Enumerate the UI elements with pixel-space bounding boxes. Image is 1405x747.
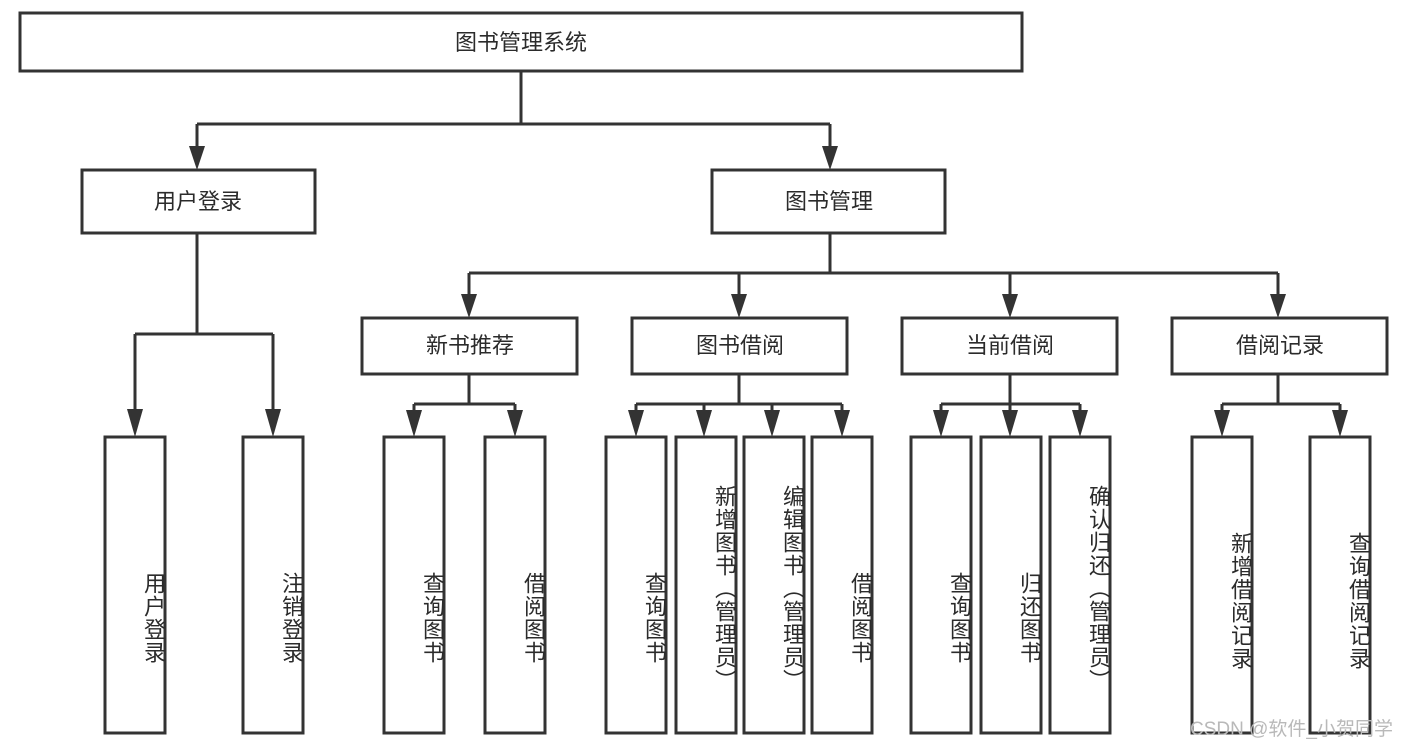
leaf-label-borrow-book-1: 借阅图书 [521,572,546,664]
leaf-box-group[interactable] [103,435,1372,735]
leaf-label-add-record: 新增借阅记录 [1228,531,1253,670]
node-root-box[interactable] [18,11,1024,73]
node-borrow-record-label: 借阅记录 [1236,333,1324,358]
leaf-label-borrow-book-2: 借阅图书 [848,572,873,664]
arrow-head-current-borrow [1002,294,1018,318]
leaf-box-confirm-return[interactable] [1048,435,1112,735]
leaf-box-add-record[interactable] [1190,435,1254,735]
arrow-head-leaf-user-login [127,409,143,437]
node-book-borrow-label: 图书借阅 [696,333,784,358]
leaf-box-borrow-book-1[interactable] [483,435,547,735]
leaf-box-query-book-1[interactable] [382,435,446,735]
arrow-head-leaf-user-logout [265,409,281,437]
node-user-login-box[interactable] [80,168,317,235]
node-group-user-login[interactable]: 用户登录 [80,168,317,235]
csdn-watermark: CSDN @软件_小贺同学 [1190,719,1393,740]
arrow-head-leaf-borrow-book-2 [834,410,850,437]
leaf-box-user-login[interactable] [103,435,167,735]
arrow-head-leaf-borrow-book-1 [507,410,523,437]
arrow-head-leaf-query-book-3 [933,410,949,437]
leaf-box-return-book[interactable] [979,435,1043,735]
arrow-head-leaf-query-book-2 [628,410,644,437]
arrow-head-leaf-add-record [1214,410,1230,437]
leaf-label-confirm-return: 确认归还（管理员） [1086,485,1111,692]
leaf-label-query-record: 查询借阅记录 [1346,531,1371,670]
node-group-book-manage[interactable]: 图书管理 [710,168,947,235]
node-root-label: 图书管理系统 [455,30,587,55]
connector-group [127,71,1348,437]
leaf-label-return-book: 归还图书 [1017,572,1042,664]
leaf-box-edit-book[interactable] [742,435,806,735]
node-borrow-record-box[interactable] [1170,316,1389,376]
arrow-head-leaf-query-book-1 [406,410,422,437]
node-group-root[interactable]: 图书管理系统 [18,11,1024,73]
leaf-label-add-book: 新增图书（管理员） [712,485,737,692]
leaf-label-query-book-3: 查询图书 [947,572,972,664]
arrow-head-new-book-recommend [461,294,477,318]
node-book-borrow-box[interactable] [630,316,849,376]
node-new-book-recommend-box[interactable] [360,316,579,376]
leaf-box-query-book-3[interactable] [909,435,973,735]
node-group-book-borrow[interactable]: 图书借阅 [630,316,849,376]
node-new-book-recommend-label: 新书推荐 [426,333,514,358]
leaf-label-user-login: 用户登录 [141,572,166,664]
arrow-head-borrow-record [1270,294,1286,318]
leaf-box-borrow-book-2[interactable] [810,435,874,735]
node-current-borrow-box[interactable] [900,316,1119,376]
leaf-box-query-record[interactable] [1308,435,1372,735]
leaf-label-edit-book: 编辑图书（管理员） [780,485,805,692]
arrow-head-leaf-add-book [696,410,712,437]
arrow-head-book-borrow [731,294,747,318]
arrow-head-book-manage [822,146,838,170]
leaf-label-query-book-2: 查询图书 [642,572,667,664]
arrow-head-leaf-edit-book [764,410,780,437]
arrow-head-leaf-confirm-return [1072,410,1088,437]
node-group-new-book-recommend[interactable]: 新书推荐 [360,316,579,376]
leaf-box-add-book[interactable] [674,435,738,735]
arrow-head-user-login [189,146,205,170]
arrow-head-leaf-return-book [1002,410,1018,437]
node-book-manage-box[interactable] [710,168,947,235]
node-book-manage-label: 图书管理 [785,189,873,214]
node-group-current-borrow[interactable]: 当前借阅 [900,316,1119,376]
arrow-head-leaf-query-record [1332,410,1348,437]
node-current-borrow-label: 当前借阅 [966,333,1054,358]
node-user-login-label: 用户登录 [154,189,242,214]
leaf-box-query-book-2[interactable] [604,435,668,735]
node-group-borrow-record[interactable]: 借阅记录 [1170,316,1389,376]
leaf-label-query-book-1: 查询图书 [420,572,445,664]
leaf-label-user-logout: 注销登录 [279,572,304,664]
leaf-box-user-logout[interactable] [241,435,305,735]
